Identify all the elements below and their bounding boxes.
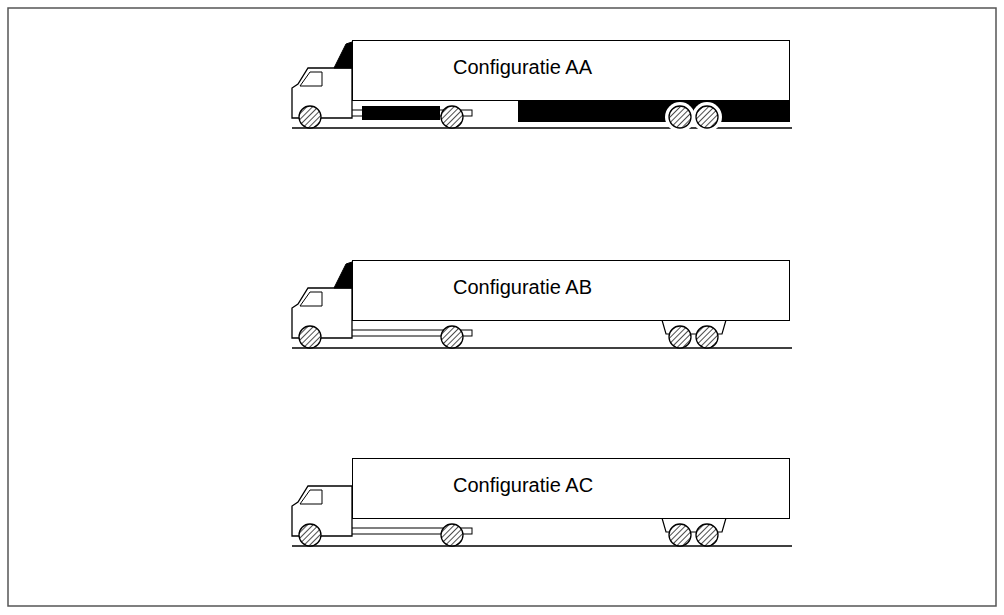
wheel — [299, 106, 321, 128]
wheel — [441, 106, 463, 128]
trailer-side-skirt — [518, 100, 790, 122]
tractor-side-skirt — [362, 106, 440, 120]
wheel — [299, 524, 321, 546]
wheel — [669, 524, 691, 546]
cab-window — [300, 490, 322, 504]
roof-deflector — [334, 262, 352, 288]
wheel — [696, 524, 718, 546]
wheel — [696, 106, 718, 128]
wheel — [669, 106, 691, 128]
outer-frame — [8, 8, 996, 606]
trailer-box: Configuratie AC — [352, 458, 790, 519]
trailer-box: Configuratie AB — [352, 260, 790, 321]
wheel-cutout — [692, 102, 722, 132]
wheel-cutout — [665, 102, 695, 132]
wheel — [696, 326, 718, 348]
wheel — [669, 326, 691, 348]
cab-window — [300, 72, 322, 86]
road-line — [292, 347, 792, 348]
roof-deflector — [334, 42, 352, 68]
cab-window — [300, 292, 322, 306]
configuration-label: Configuratie AB — [453, 276, 592, 299]
trailer-box: Configuratie AA — [352, 40, 790, 101]
configuration-label: Configuratie AA — [453, 56, 592, 79]
road-line — [292, 545, 792, 546]
wheel — [299, 326, 321, 348]
wheel — [441, 326, 463, 348]
wheel — [441, 524, 463, 546]
configuration-label: Configuratie AC — [453, 474, 593, 497]
